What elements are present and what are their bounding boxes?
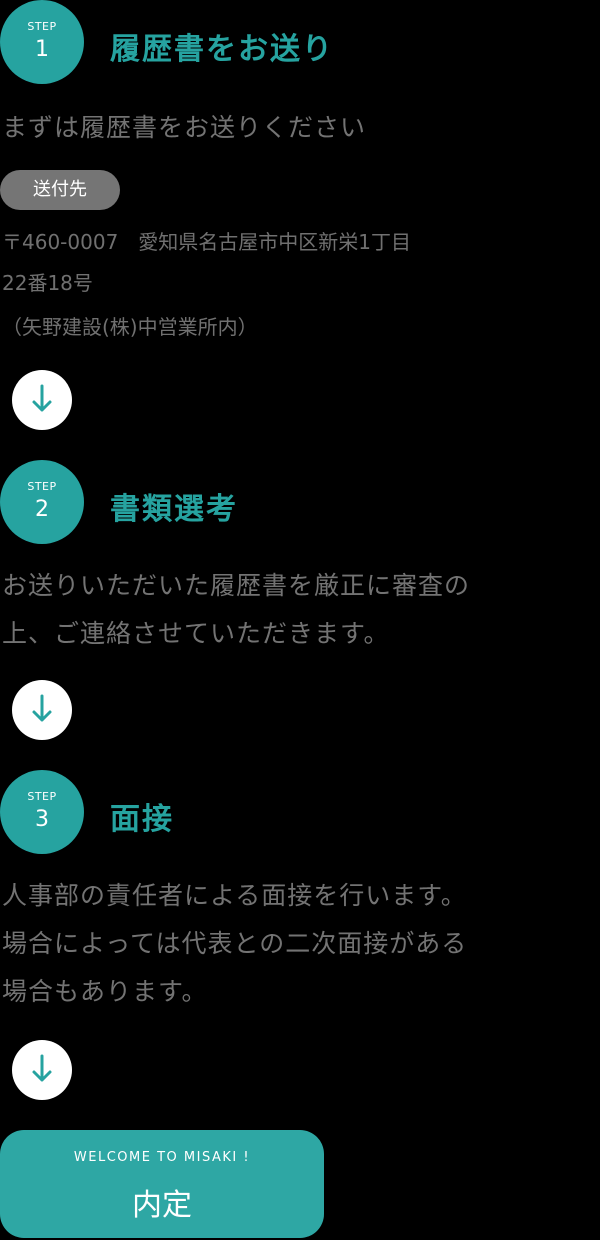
step-3-title: 面接 bbox=[110, 802, 174, 837]
step-2-description-line-2: 上、ご連絡させていただきます。 bbox=[2, 619, 390, 648]
address-line-1: 〒460-0007 愛知県名古屋市中区新栄1丁目 bbox=[2, 230, 412, 254]
destination-badge: 送付先 bbox=[0, 170, 120, 210]
step-label: STEP bbox=[27, 790, 57, 803]
step-1-title: 履歴書をお送り bbox=[110, 32, 334, 67]
step-3-description-line-1: 人事部の責任者による面接を行います。 bbox=[2, 881, 467, 910]
job-offer-title: 内定 bbox=[132, 1188, 192, 1223]
step-label: STEP bbox=[27, 480, 57, 493]
address-line-3: （矢野建設(株)中営業所内） bbox=[2, 315, 258, 339]
step-label: STEP bbox=[27, 20, 57, 33]
step-1-description: まずは履歴書をお送りください bbox=[2, 113, 367, 142]
job-offer-box: WELCOME TO MISAKI ! 内定 bbox=[0, 1130, 324, 1238]
address-line-2: 22番18号 bbox=[2, 271, 93, 295]
step-3-description-line-3: 場合もあります。 bbox=[2, 977, 208, 1006]
step-3-badge: STEP 3 bbox=[0, 770, 84, 854]
welcome-subtitle: WELCOME TO MISAKI ! bbox=[73, 1150, 251, 1165]
step-number: 2 bbox=[35, 497, 49, 522]
step-2-title: 書類選考 bbox=[110, 492, 238, 527]
step-2-badge: STEP 2 bbox=[0, 460, 84, 544]
arrow-down-icon bbox=[12, 370, 72, 430]
arrow-down-icon bbox=[12, 1040, 72, 1100]
step-number: 3 bbox=[35, 807, 49, 832]
arrow-down-icon bbox=[12, 680, 72, 740]
step-number: 1 bbox=[35, 37, 49, 62]
step-2-description-line-1: お送りいただいた履歴書を厳正に審査の bbox=[2, 571, 471, 600]
step-1-badge: STEP 1 bbox=[0, 0, 84, 84]
step-3-description-line-2: 場合によっては代表との二次面接がある bbox=[2, 929, 468, 958]
